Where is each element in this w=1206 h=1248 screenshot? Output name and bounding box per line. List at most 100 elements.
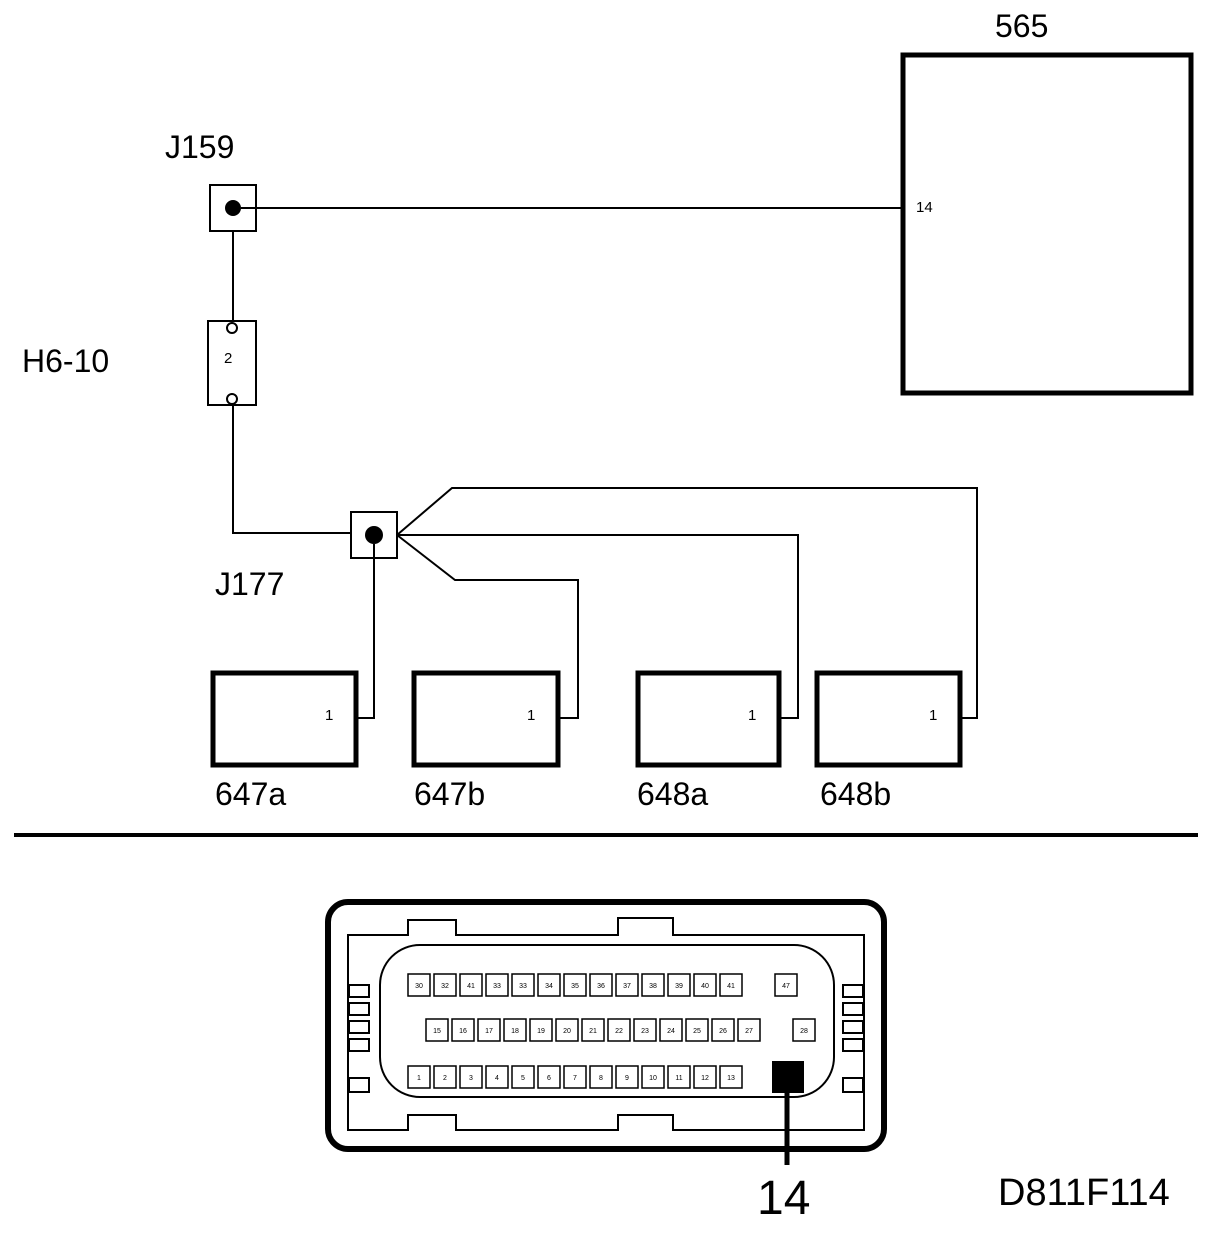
mid-row-pin-label: 15 xyxy=(433,1028,441,1035)
mid-row-pin xyxy=(503,1018,527,1042)
top-row-pin xyxy=(433,973,457,997)
bottom-row-pin-label: 10 xyxy=(649,1075,657,1082)
splice-j177: J177 xyxy=(215,511,398,602)
top-row-pin xyxy=(641,973,665,997)
splice-j177-label: J177 xyxy=(215,566,284,602)
bottom-row-pin-label: 11 xyxy=(675,1075,682,1082)
top-row-pin-label: 38 xyxy=(649,983,657,990)
mid-row-pin-label: 18 xyxy=(511,1028,519,1035)
top-row-pin-label: 39 xyxy=(675,983,683,990)
top-row-pin-label: 30 xyxy=(415,983,423,990)
top-row-extra-pin xyxy=(774,973,798,997)
top-row-pin-label: 33 xyxy=(493,983,501,990)
bottom-row-pin-label: 5 xyxy=(521,1075,525,1082)
mid-row-pin-label: 19 xyxy=(537,1028,545,1035)
component-647a-pin: 1 xyxy=(325,707,333,724)
top-row-pin xyxy=(693,973,717,997)
bottom-row-pin xyxy=(459,1065,483,1089)
bottom-row-pin-label: 13 xyxy=(727,1075,735,1082)
bottom-row-pin-label: 4 xyxy=(495,1075,499,1082)
component-647a: 1 647a xyxy=(210,670,359,812)
top-row-pin-label: 32 xyxy=(441,983,449,990)
connector-h6-10: 2 H6-10 xyxy=(22,320,257,406)
component-648b: 1 648b xyxy=(814,670,963,812)
wire-j177-to-648b xyxy=(396,487,978,719)
bottom-row-pin xyxy=(615,1065,639,1089)
bottom-row-pin xyxy=(589,1065,613,1089)
top-row-pin xyxy=(459,973,483,997)
mid-row-pin-label: 24 xyxy=(667,1028,675,1035)
top-row-pin xyxy=(615,973,639,997)
top-row-pin xyxy=(407,973,431,997)
pin-callout-label: 14 xyxy=(757,1172,810,1225)
component-647b-label: 647b xyxy=(414,776,485,812)
mid-row-pin xyxy=(581,1018,605,1042)
bottom-row-pin xyxy=(433,1065,457,1089)
component-565: 565 14 xyxy=(900,8,1194,396)
bottom-row-pin xyxy=(693,1065,717,1089)
component-648a-label: 648a xyxy=(637,776,708,812)
splice-j159-label: J159 xyxy=(165,129,234,165)
mid-row-pin-label: 21 xyxy=(589,1028,597,1035)
component-648a: 1 648a xyxy=(635,670,782,812)
mid-row-pin xyxy=(477,1018,501,1042)
wire-j177-to-647b xyxy=(396,534,579,719)
top-row-pin xyxy=(719,973,743,997)
mid-row-pin xyxy=(555,1018,579,1042)
mid-row-pin xyxy=(711,1018,735,1042)
top-row-pin-label: 40 xyxy=(701,983,709,990)
bottom-row-pin-label: 12 xyxy=(701,1075,709,1082)
bottom-row-pin-label: 9 xyxy=(625,1075,629,1082)
wire-j177-to-647a xyxy=(358,544,375,719)
top-row-pin xyxy=(485,973,509,997)
mid-row-pin xyxy=(451,1018,475,1042)
bottom-row-pin xyxy=(563,1065,587,1089)
mid-row-pin-label: 25 xyxy=(693,1028,701,1035)
top-row-pin-label: 41 xyxy=(467,983,475,990)
mid-row-pin xyxy=(685,1018,709,1042)
top-row-pin-label: 33 xyxy=(519,983,527,990)
mid-row-pin xyxy=(607,1018,631,1042)
bottom-row-pin xyxy=(537,1065,561,1089)
mid-row-pin-label: 27 xyxy=(745,1028,753,1035)
mid-row-pin-label: 16 xyxy=(459,1028,467,1035)
splice-j159: J159 xyxy=(165,129,257,232)
wire-h6-10-to-j177 xyxy=(232,405,351,534)
bottom-row-pin-label: 3 xyxy=(469,1075,473,1082)
highlighted-pin-14 xyxy=(772,1061,804,1093)
component-565-label: 565 xyxy=(995,8,1048,44)
mid-row-pin-label: 26 xyxy=(719,1028,727,1035)
mid-row-pin-label: 22 xyxy=(615,1028,623,1035)
mid-row-pin xyxy=(529,1018,553,1042)
component-648b-label: 648b xyxy=(820,776,891,812)
top-row-pin xyxy=(537,973,561,997)
top-row-pin-label: 34 xyxy=(545,983,553,990)
bottom-row-pin xyxy=(485,1065,509,1089)
mid-row-extra-pin xyxy=(792,1018,816,1042)
top-row-pin xyxy=(511,973,535,997)
component-648a-pin: 1 xyxy=(748,707,756,724)
mid-row-pin-label: 17 xyxy=(485,1028,493,1035)
connector-h6-10-label: H6-10 xyxy=(22,343,109,379)
mid-row-pin xyxy=(659,1018,683,1042)
component-647a-label: 647a xyxy=(215,776,286,812)
mid-row-pin xyxy=(737,1018,761,1042)
component-647b: 1 647b xyxy=(411,670,561,812)
figure-id: D811F114 xyxy=(998,1172,1170,1214)
component-565-pin: 14 xyxy=(916,199,933,216)
top-row-pin-label: 35 xyxy=(571,983,579,990)
top-row-pin xyxy=(563,973,587,997)
bottom-row-pin xyxy=(511,1065,535,1089)
mid-row-extra-pin-label: 28 xyxy=(800,1028,808,1035)
top-row-extra-pin-label: 47 xyxy=(782,983,790,990)
bottom-row-pin xyxy=(719,1065,743,1089)
mid-row-pin xyxy=(425,1018,449,1042)
bottom-row-pin-label: 7 xyxy=(573,1075,577,1082)
mid-row-pin-label: 23 xyxy=(641,1028,649,1035)
top-row-pin-label: 36 xyxy=(597,983,605,990)
